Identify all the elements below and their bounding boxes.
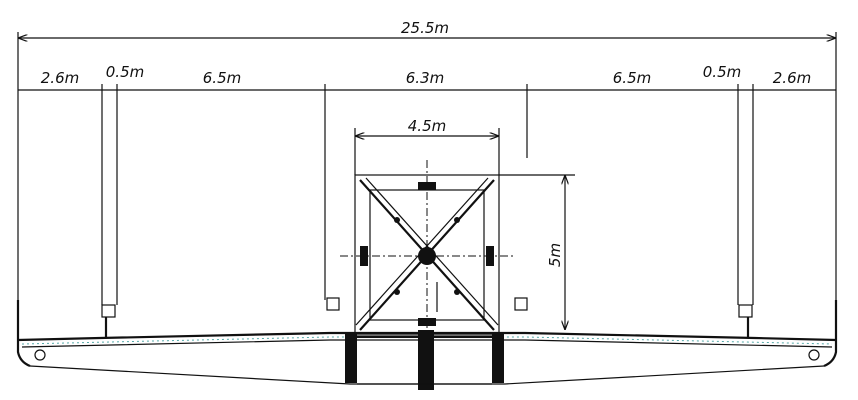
tower-width-label: 4.5m <box>408 117 446 135</box>
tower-frame <box>340 160 515 336</box>
segment-dimensions: 2.6m 0.5m 6.5m 6.3m 6.5m 0.5m 2.6m <box>18 63 836 91</box>
segment-label-7: 2.6m <box>773 69 811 87</box>
total-width-label: 25.5m <box>401 19 449 37</box>
barriers <box>101 297 753 338</box>
tower-height-dimension: 5m <box>499 174 575 330</box>
segment-label-1: 2.6m <box>41 69 79 87</box>
segment-label-2: 0.5m <box>106 63 144 81</box>
total-width-dimension: 25.5m <box>18 19 836 38</box>
segment-label-3: 6.5m <box>203 69 241 87</box>
extension-lines <box>17 32 837 305</box>
bridge-deck <box>16 300 838 390</box>
tower-width-dimension: 4.5m <box>354 117 500 175</box>
segment-label-4: 6.3m <box>406 69 444 87</box>
segment-label-5: 6.5m <box>613 69 651 87</box>
tower-height-label: 5m <box>546 243 564 267</box>
segment-label-6: 0.5m <box>703 63 741 81</box>
